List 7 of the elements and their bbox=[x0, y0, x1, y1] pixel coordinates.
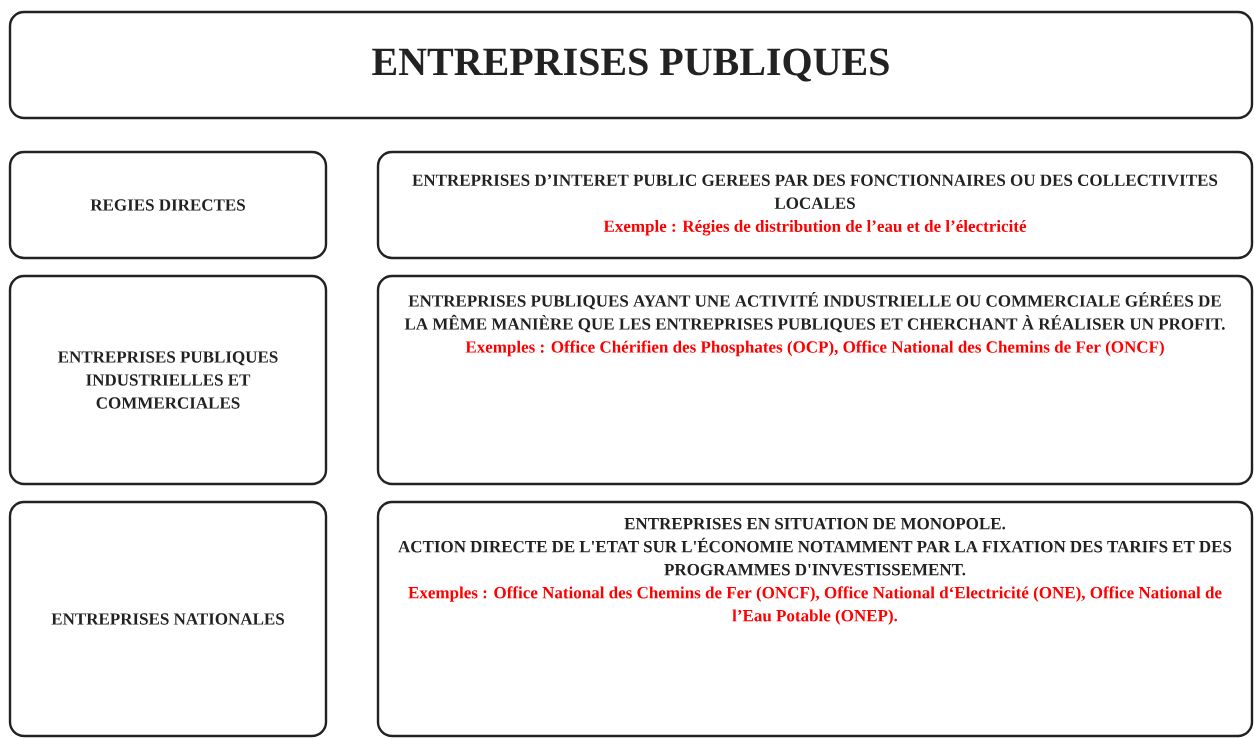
category-box: ENTREPRISES NATIONALES bbox=[8, 500, 328, 738]
description-box: ENTREPRISES PUBLIQUES AYANT UNE ACTIVITÉ INDUSTRIELLE OU COMMERCIALE GÉRÉES DE LA MÊME MANIÈRE QUE LES ENTREPRISES PUBLIQUES ET CHERCHANT À RÉALISER UN PROFIT. Exemples : Office Chérifien des Phosphates (OCP), Office National des Chemins de Fer (ONCF) bbox=[376, 274, 1254, 486]
description-box: ENTREPRISES EN SITUATION DE MONOPOLE. ACTION DIRECTE DE L'ETAT SUR L'ÉCONOMIE NOTAMMENT PAR LA FIXATION DES TARIFS ET DES PROGRAMMES D'INVESTISSEMENT. Exemples : Office National des Chemins de Fer (ONCF), Office National d‘Electricité (ONE), Office National de l’Eau Potable (ONEP). bbox=[376, 500, 1254, 738]
description-box: ENTREPRISES D’INTERET PUBLIC GEREES PAR DES FONCTIONNAIRES OU DES COLLECTIVITES LOCALES Exemple : Régies de distribution de l’eau et de l’électricité bbox=[376, 150, 1254, 260]
category-box: ENTREPRISES PUBLIQUES INDUSTRIELLES ET COMMERCIALES bbox=[8, 274, 328, 486]
title-box: ENTREPRISES PUBLIQUES bbox=[8, 10, 1254, 120]
category-box: REGIES DIRECTES bbox=[8, 150, 328, 260]
